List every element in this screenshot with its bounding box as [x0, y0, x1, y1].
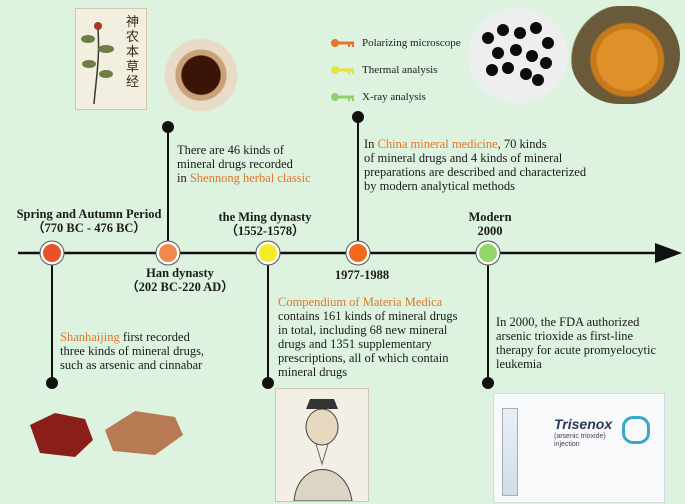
stones-icon	[30, 411, 183, 457]
legend-label: Thermal analysis	[362, 64, 438, 76]
ampoule-icon	[502, 408, 518, 496]
period-node	[259, 244, 277, 262]
period-modern: Modern 2000	[450, 210, 530, 238]
period-years: 2000	[477, 224, 503, 238]
drug-subtitle: (arsenic trioxide) injection	[554, 433, 606, 448]
shennong-book-image: 神农本草经	[75, 8, 147, 110]
pill	[532, 74, 544, 86]
key-icon	[331, 93, 354, 101]
key-icon	[331, 39, 354, 47]
period-ming: the Ming dynasty （1552-1578）	[205, 210, 325, 238]
legend-item: Thermal analysis	[330, 64, 437, 76]
period-spring-autumn: Spring and Autumn Period （770 BC - 476 B…	[0, 207, 178, 235]
note-highlight: Shennong herbal classic	[189, 171, 311, 185]
trisenox-box-image: Trisenox (arsenic trioxide) injection	[493, 393, 665, 503]
book-title: 神农本草经	[126, 15, 140, 90]
period-name: the Ming dynasty	[218, 210, 312, 224]
li-shizhen-portrait	[275, 388, 369, 502]
period-node	[479, 244, 497, 262]
note-ming: Compendium of Materia Medica contains 16…	[278, 295, 488, 379]
pill	[530, 22, 542, 34]
mineral-stones-image	[25, 405, 185, 460]
connector-end-dot	[352, 111, 364, 123]
period-years: （770 BC - 476 BC）	[32, 221, 146, 235]
note-modern: In 2000, the FDA authorized arsenic trio…	[496, 315, 685, 371]
key-icon	[331, 66, 354, 74]
pill	[520, 68, 532, 80]
portrait-icon	[293, 399, 353, 501]
pill	[482, 32, 494, 44]
note-highlight: Compendium of Materia Medica	[278, 295, 443, 309]
pills-icon	[482, 22, 554, 86]
period-node	[159, 244, 177, 262]
pill	[540, 57, 552, 69]
legend-item: Polarizing microscope	[330, 37, 461, 49]
pill	[514, 27, 526, 39]
herbal-tea-bowl-image	[162, 30, 240, 112]
pill	[497, 24, 509, 36]
note-shanhaijing: Shanhaijing first recorded three kinds o…	[60, 330, 250, 372]
connector-end-dot	[46, 377, 58, 389]
pill	[542, 37, 554, 49]
pill	[492, 47, 504, 59]
period-name: Han dynasty	[146, 266, 214, 280]
pill	[486, 64, 498, 76]
black-pills-image	[468, 8, 568, 103]
legend-label: Polarizing microscope	[362, 37, 461, 49]
note-text: In	[364, 137, 378, 151]
period-node	[43, 244, 61, 262]
period-han: Han dynasty （202 BC-220 AD）	[115, 266, 245, 294]
period-years: 1977-1988	[334, 268, 390, 282]
note-text: There are 46 kinds of mineral drugs reco…	[177, 143, 293, 185]
period-years: （202 BC-220 AD）	[126, 280, 234, 294]
pill	[526, 50, 538, 62]
legend-label: X-ray analysis	[362, 91, 426, 103]
pill	[510, 44, 522, 56]
note-highlight: Shanhaijing	[60, 330, 120, 344]
note-han: There are 46 kinds of mineral drugs reco…	[177, 143, 347, 185]
note-text: contains 161 kinds of mineral drugs in t…	[278, 309, 458, 379]
note-china: In China mineral medicine, 70 kinds of m…	[364, 137, 664, 193]
period-node	[349, 244, 367, 262]
period-1977: 1977-1988	[322, 268, 402, 282]
mineral-powder-image	[570, 6, 680, 104]
period-years: （1552-1578）	[225, 224, 305, 238]
connector-end-dot	[482, 377, 494, 389]
herb-drawing-icon	[81, 22, 114, 105]
note-text: In 2000, the FDA authorized arsenic trio…	[496, 315, 656, 371]
connector-end-dot	[162, 121, 174, 133]
note-text: , 70 kinds of mineral drugs and 4 kinds …	[364, 137, 587, 193]
connector-end-dot	[262, 377, 274, 389]
brand-logo-icon	[622, 416, 650, 444]
note-text: first recorded three kinds of mineral dr…	[60, 330, 205, 372]
drug-name: Trisenox	[554, 416, 613, 432]
timeline-arrowhead	[655, 243, 682, 263]
pill	[502, 62, 514, 74]
period-name: Spring and Autumn Period	[16, 207, 162, 221]
period-name: Modern	[468, 210, 512, 224]
legend-item: X-ray analysis	[330, 91, 426, 103]
note-highlight: China mineral medicine	[377, 137, 498, 151]
